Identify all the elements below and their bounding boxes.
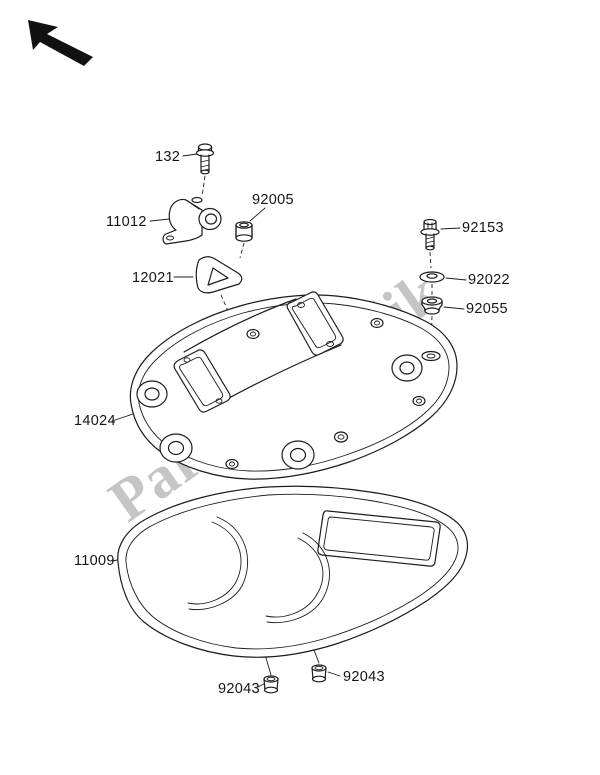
part-label-92005: 92005	[252, 192, 294, 208]
part-label-14024: 14024	[74, 413, 116, 429]
part-11012-fitting-drawing	[162, 196, 222, 245]
part-label-92153: 92153	[462, 220, 504, 236]
part-label-11012: 11012	[106, 214, 147, 230]
part-12021-gasket-drawing	[195, 256, 243, 294]
part-label-11009: 11009	[74, 553, 115, 569]
part-14024-head-cover-drawing	[129, 291, 458, 480]
part-label-12021: 12021	[132, 270, 174, 286]
part-label-92043-left: 92043	[218, 681, 260, 697]
part-11009-gasket-drawing	[117, 485, 469, 658]
part-label-132: 132	[155, 149, 181, 165]
part-92043-plug-right-drawing	[311, 664, 327, 683]
part-label-92043-right: 92043	[343, 669, 385, 685]
part-92055-grommet-drawing	[421, 296, 443, 315]
direction-arrow-icon	[28, 20, 93, 66]
part-92043-plug-left-drawing	[263, 675, 279, 694]
part-92005-collar-drawing	[235, 221, 253, 242]
part-92153-bolt-drawing	[420, 218, 440, 251]
part-92022-washer-drawing	[419, 271, 445, 283]
part-label-92022: 92022	[468, 272, 510, 288]
part-label-92055: 92055	[466, 301, 508, 317]
part-132-screw-drawing	[195, 143, 215, 175]
